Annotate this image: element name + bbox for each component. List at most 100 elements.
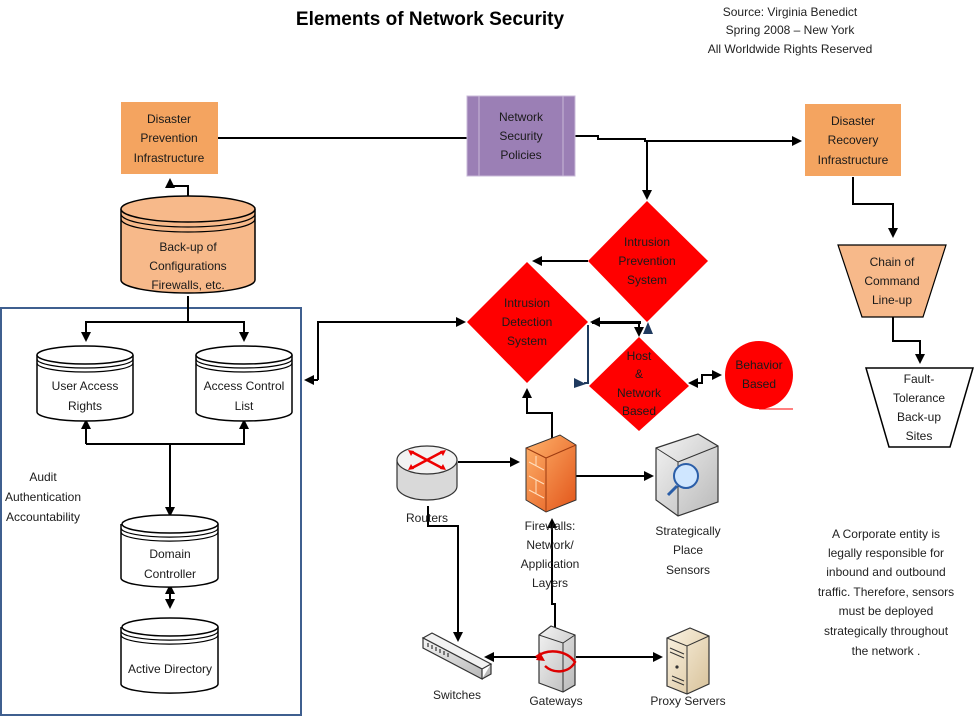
node-label: Based [742, 377, 776, 391]
node-label: Disaster [147, 112, 191, 126]
source-date: Spring 2008 – New York [726, 23, 856, 37]
node-label: Network [499, 110, 544, 124]
firewalls-label-4: Layers [532, 576, 568, 590]
active-directory-node: Active Directory [120, 617, 219, 694]
node-label: Access Control [204, 379, 285, 393]
node-label: Rights [68, 399, 102, 413]
sensors-label-1: Strategically [655, 524, 720, 538]
connector-host-bracket [584, 325, 589, 384]
accountability-text: Accountability [6, 510, 80, 524]
connector-backup-to-prevention [165, 178, 189, 196]
firewalls-label-3: Application [521, 557, 580, 571]
node-label: Infrastructure [818, 153, 889, 167]
node-label: Configurations [149, 259, 226, 273]
access-control-list-node: Access Control List [195, 345, 293, 422]
intrusion-prevention-node: Intrusion Prevention System [588, 201, 708, 322]
note-line: traffic. Therefore, sensors [818, 585, 954, 599]
node-label: Controller [144, 567, 196, 581]
node-label: Firewalls, etc. [151, 278, 224, 292]
node-label: Infrastructure [134, 151, 205, 165]
firewall-icon [525, 434, 577, 513]
switches-label: Switches [433, 688, 481, 702]
note-line: strategically throughout [824, 624, 949, 638]
node-label: Prevention [618, 254, 675, 268]
domain-controller-node: Domain Controller [120, 514, 219, 588]
node-label: Security [499, 129, 542, 143]
proxy-servers-label: Proxy Servers [650, 694, 725, 708]
host-network-based-node: Host & Network Based [589, 337, 689, 431]
audit-text: Audit [29, 470, 57, 484]
node-label: Prevention [140, 131, 197, 145]
node-label: Line-up [872, 293, 912, 307]
connector-router-to-switches [427, 506, 463, 642]
connector-ids-to-host [592, 322, 644, 337]
note-line: inbound and outbound [826, 565, 945, 579]
network-security-policies-node: Network Security Policies [466, 95, 576, 177]
source-rights: All Worldwide Rights Reserved [708, 42, 873, 56]
backup-configurations-node: Back-up of Configurations Firewalls, etc… [120, 195, 256, 294]
node-label: Behavior [735, 358, 782, 372]
node-label: Intrusion [504, 296, 550, 310]
routers-label: Routers [406, 511, 448, 525]
node-label: Fault- [904, 372, 935, 386]
fault-tolerance-node: Fault- Tolerance Back-up Sites [865, 367, 974, 448]
firewalls-label-2: Network/ [526, 538, 574, 552]
sensors-label-2: Place [673, 543, 703, 557]
node-label: Intrusion [624, 235, 670, 249]
blue-arrowhead-up [643, 322, 653, 334]
connector-policies-to-recovery [575, 135, 802, 146]
diagram-title: Elements of Network Security [296, 9, 565, 30]
identity-group-box [0, 307, 302, 716]
chain-of-command-node: Chain of Command Line-up [837, 244, 947, 318]
node-label: Active Directory [128, 662, 212, 676]
behavior-based-node: Behavior Based [725, 341, 793, 410]
node-label: Detection [502, 315, 553, 329]
node-label: Back-up [897, 410, 941, 424]
note-line: A Corporate entity is [832, 527, 940, 541]
responsibility-note: A Corporate entity is legally responsibl… [818, 527, 954, 658]
switch-icon [421, 632, 493, 680]
connector-firewall-to-ids [522, 388, 553, 443]
node-label: Tolerance [893, 391, 945, 405]
connector-recovery-to-chain [852, 177, 898, 238]
node-label: User Access [52, 379, 119, 393]
node-label: Network [617, 386, 662, 400]
node-label: Recovery [828, 133, 879, 147]
disaster-prevention-node: Disaster Prevention Infrastructure [121, 102, 218, 174]
gateway-icon [535, 625, 577, 693]
node-label: List [235, 399, 254, 413]
node-label: Disaster [831, 114, 875, 128]
node-label: Back-up of [159, 240, 217, 254]
router-icon [396, 445, 458, 501]
authentication-text: Authentication [5, 490, 81, 504]
node-label: System [507, 334, 547, 348]
intrusion-detection-node: Intrusion Detection System [467, 262, 588, 383]
disaster-recovery-node: Disaster Recovery Infrastructure [805, 104, 901, 176]
node-label: Command [864, 274, 919, 288]
connector-chain-to-fault [892, 317, 925, 364]
node-label: Host [627, 349, 652, 363]
node-label: Based [622, 404, 656, 418]
sensors-label-3: Sensors [666, 563, 710, 577]
sensor-icon [655, 433, 719, 517]
node-label: Sites [906, 429, 933, 443]
connector-acl-to-ids [317, 317, 466, 380]
arrowhead-behavior-back [688, 378, 698, 388]
connector-to-acl [86, 419, 249, 445]
note-line: the network . [852, 644, 921, 658]
connector-backup-to-acl [188, 321, 249, 342]
connector-gateway-to-firewall [547, 518, 557, 628]
user-access-rights-node: User Access Rights [36, 345, 134, 422]
node-label: System [627, 273, 667, 287]
node-label: & [635, 367, 643, 381]
node-label: Policies [500, 148, 541, 162]
node-label: Chain of [870, 255, 915, 269]
audit-label: Audit Authentication Accountability [5, 470, 81, 524]
source-credit: Source: Virginia Benedict [723, 5, 858, 19]
connector-backup-to-uar [81, 296, 189, 342]
note-line: must be deployed [839, 604, 934, 618]
firewalls-label-1: Firewalls: [525, 519, 576, 533]
proxy-server-icon [666, 627, 710, 695]
note-line: legally responsible for [828, 546, 944, 560]
